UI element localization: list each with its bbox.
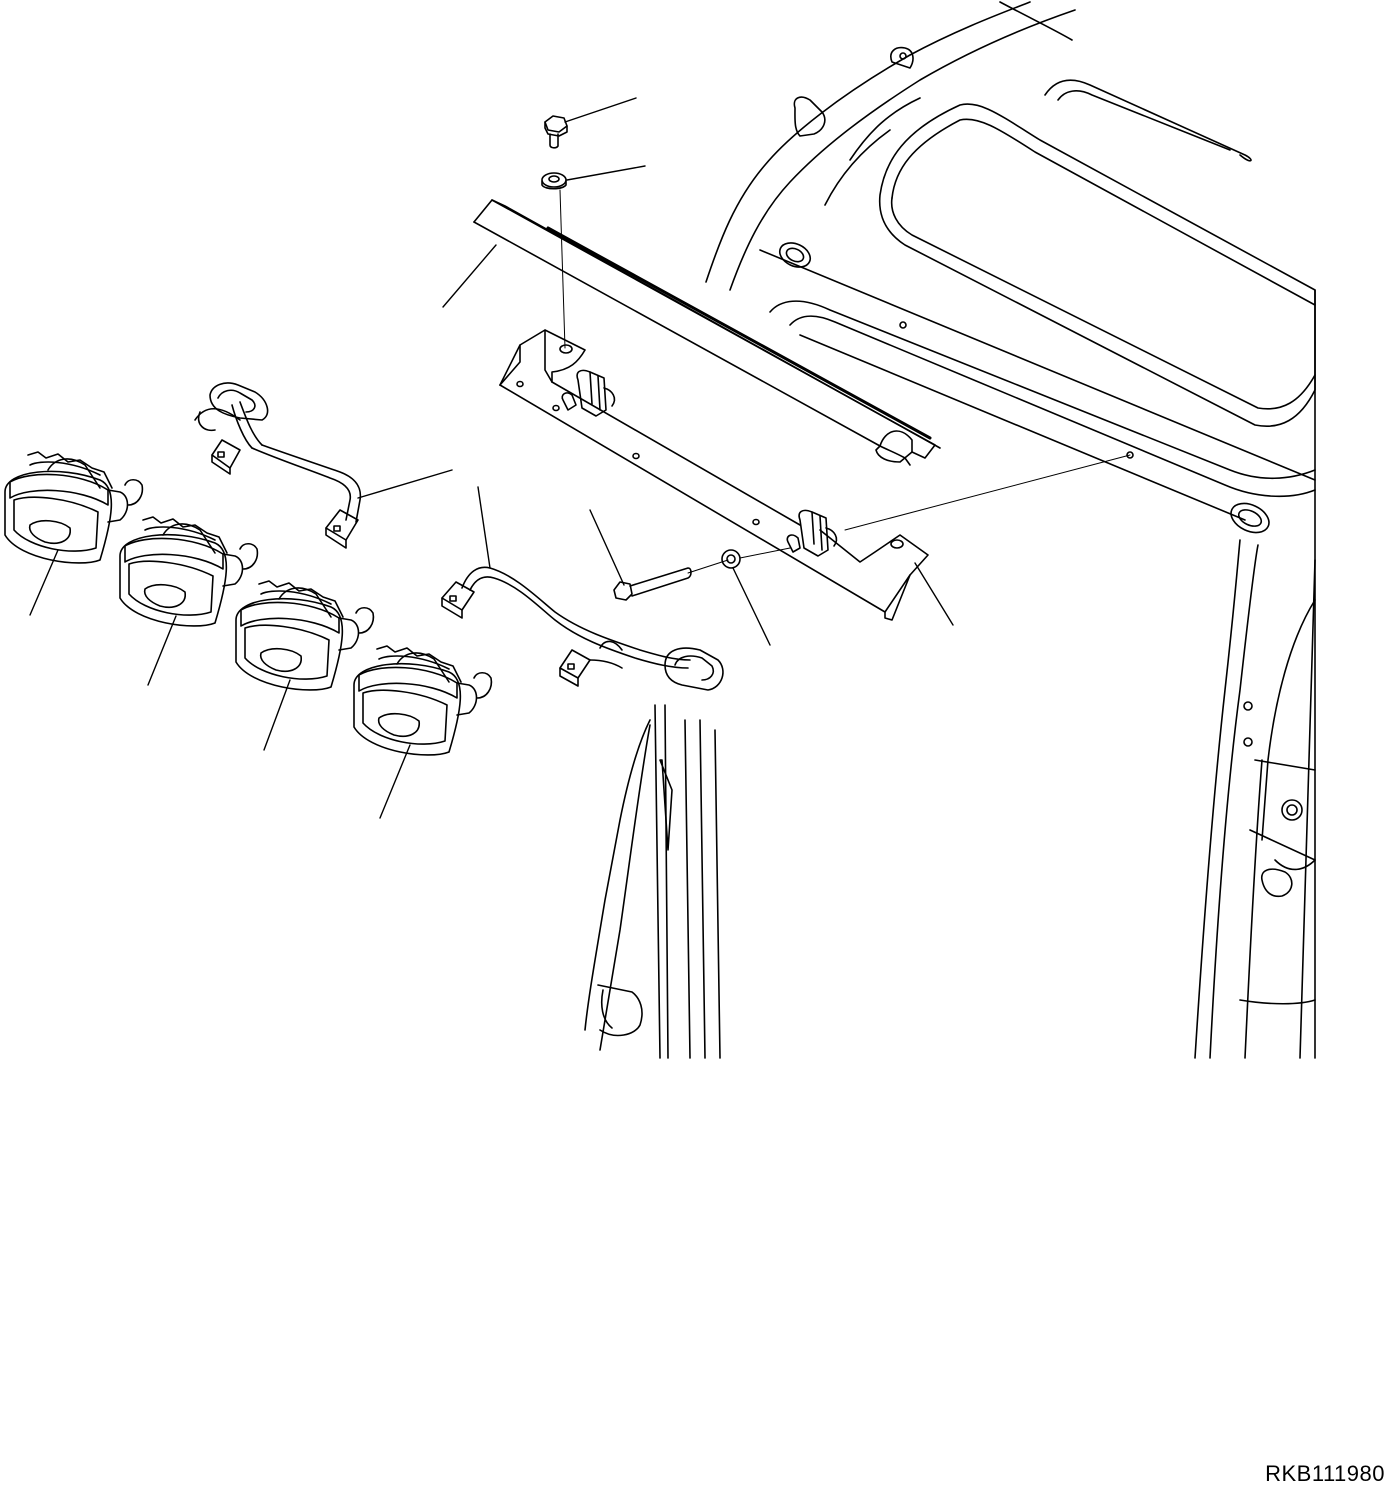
- leader-cover: [443, 245, 496, 307]
- lamp-1: [5, 452, 142, 563]
- leader-small-washer: [733, 568, 770, 645]
- bracket-part: [500, 330, 928, 620]
- leader-lamp-3: [264, 680, 290, 750]
- leader-lamp-2: [148, 616, 176, 685]
- cab-frame: [585, 2, 1315, 1058]
- leader-lamp-4: [380, 745, 410, 818]
- drawing-reference-code: RKB111980: [1265, 1461, 1385, 1486]
- roof-window: [880, 104, 1315, 426]
- leader-lamp-1: [30, 550, 58, 615]
- cover-part: [474, 200, 940, 465]
- front-pillar: [655, 705, 720, 1058]
- leader-washer: [567, 166, 645, 180]
- small-washer-icon: [722, 550, 740, 568]
- wiring-harness-right: [442, 567, 723, 690]
- bolt-icon: [545, 116, 567, 148]
- bolt-axis: [560, 190, 565, 348]
- leader-bracket: [915, 563, 953, 625]
- wiring-harness-left: [195, 383, 360, 548]
- lamp-4: [354, 646, 491, 755]
- washer-icon: [542, 173, 566, 189]
- leader-harness-right: [478, 487, 490, 568]
- leader-lines: [30, 98, 953, 818]
- leader-bolt: [565, 98, 636, 122]
- lamp-3: [236, 581, 373, 690]
- leader-long-bolt: [590, 510, 624, 585]
- long-bolt-icon: [614, 568, 691, 600]
- leader-harness-left: [358, 470, 452, 498]
- lamp-2: [120, 517, 257, 626]
